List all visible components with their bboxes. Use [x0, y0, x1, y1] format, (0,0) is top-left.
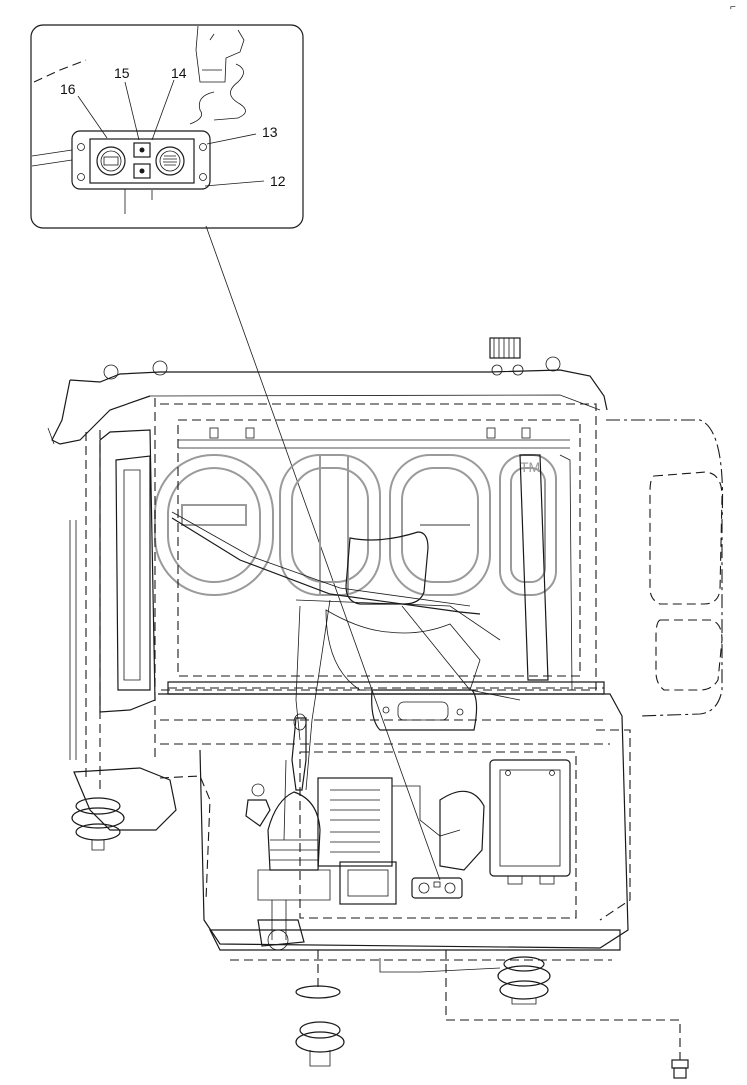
watermark-logo: TM	[154, 454, 557, 596]
inset-frame	[30, 24, 304, 229]
relay-block	[317, 777, 485, 871]
inset-cable	[213, 63, 246, 121]
right-pillar	[519, 454, 549, 681]
watermark-tm: TM	[520, 459, 540, 475]
detail-inset	[30, 24, 304, 229]
roof-handle-left	[103, 360, 168, 380]
callout-12: 12	[270, 173, 286, 189]
leader-14	[151, 79, 175, 141]
roof-antenna	[489, 337, 561, 376]
small-lever	[245, 799, 271, 827]
left-rotary-switch	[96, 146, 126, 176]
right-rotary-switch	[155, 146, 185, 176]
right-door-outline	[606, 419, 724, 717]
seat-headrest	[345, 531, 429, 605]
switch-panel	[71, 130, 211, 190]
callout-13: 13	[262, 124, 278, 140]
leader-16	[77, 95, 108, 139]
wire-harness	[283, 599, 521, 841]
corner-mark: ⌐	[730, 2, 736, 13]
console-switch-panel	[411, 877, 463, 899]
pedal-column	[257, 900, 305, 951]
inset-lever-outline	[195, 25, 245, 83]
left-mount	[71, 767, 211, 901]
leader-13	[206, 133, 257, 145]
detail-leader-line	[205, 225, 441, 881]
windshield	[177, 419, 581, 677]
left-side-frame	[99, 429, 156, 713]
callout-16: 16	[60, 81, 76, 97]
controller-box	[489, 759, 571, 885]
roof-outline	[69, 369, 608, 411]
leader-12	[204, 180, 265, 187]
bottom-mount	[295, 950, 345, 1067]
floor-frame	[209, 929, 621, 951]
right-mount	[445, 950, 681, 1060]
leader-15	[124, 81, 140, 141]
indicator-lamp-lower	[133, 163, 151, 179]
fuse-box	[339, 861, 397, 905]
indicator-lamp-upper	[133, 142, 151, 158]
cab-body	[47, 337, 724, 1079]
callout-14: 14	[171, 65, 187, 81]
instrument-box	[299, 751, 577, 919]
lower-console	[158, 693, 629, 949]
gear-lever	[257, 713, 331, 901]
callout-15: 15	[114, 65, 130, 81]
wiper-arm	[171, 517, 481, 615]
instrument-cluster	[371, 689, 478, 731]
bolt	[671, 1059, 689, 1079]
